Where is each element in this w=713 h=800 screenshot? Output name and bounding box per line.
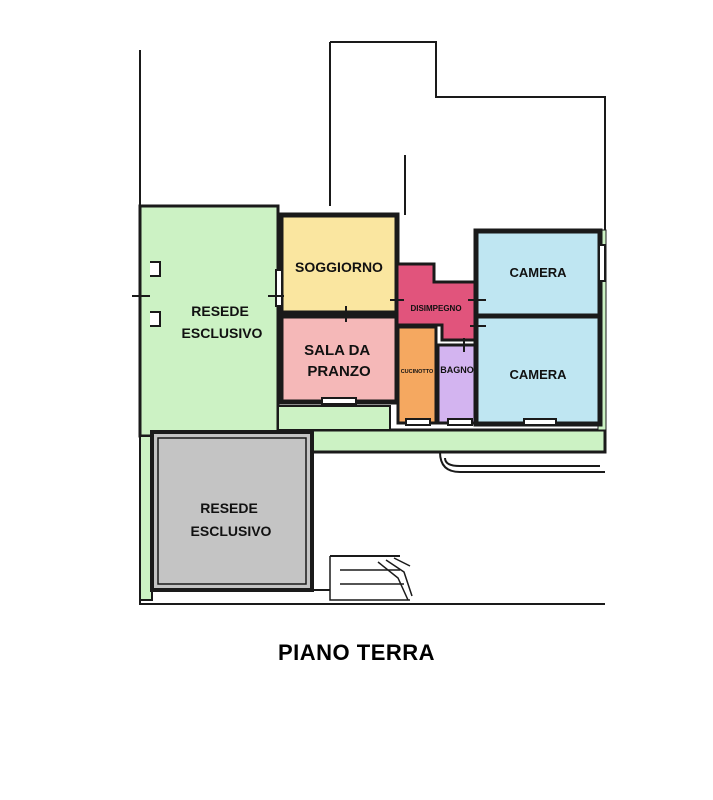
room-cucinotto — [396, 325, 438, 425]
label-resede-top-line1: RESEDE — [191, 303, 249, 319]
label-sala-da-pranzo: SALA DA PRANZO — [304, 342, 374, 380]
floor-plan: RESEDE ESCLUSIVO SOGGIORNO SALA DA PRANZ… — [132, 41, 607, 605]
plan-title: PIANO TERRA — [277, 640, 436, 665]
label-soggiorno: SOGGIORNO — [295, 259, 383, 275]
paved-inner-line — [157, 437, 307, 585]
label-cucinotto: CUCINOTTO — [401, 369, 434, 375]
label-sala-line1: SALA DA — [304, 342, 370, 359]
room-sala-da-pranzo — [278, 313, 400, 405]
window-marks — [150, 244, 606, 426]
label-resede-top-line2: ESCLUSIVO — [182, 325, 263, 341]
label-disimpegno: DISIMPEGNO — [410, 304, 461, 313]
label-resede-bottom-line2: ESCLUSIVO — [191, 523, 272, 539]
label-camera-top: CAMERA — [509, 265, 567, 280]
boundary-walls — [139, 41, 606, 605]
label-sala-line2: PRANZO — [307, 363, 371, 380]
room-soggiorno — [278, 212, 400, 316]
label-resede-bottom: RESEDE ESCLUSIVO — [191, 500, 272, 539]
label-resede-top: RESEDE ESCLUSIVO — [182, 303, 263, 341]
door-marks — [132, 295, 486, 352]
label-resede-bottom-line1: RESEDE — [200, 500, 258, 516]
room-camera-bottom — [473, 313, 603, 427]
garden-strip-under-rooms — [277, 405, 391, 431]
room-bagno — [436, 343, 478, 425]
label-camera-bottom: CAMERA — [509, 367, 567, 382]
stairs — [329, 556, 413, 601]
label-bagno: BAGNO — [440, 365, 474, 375]
